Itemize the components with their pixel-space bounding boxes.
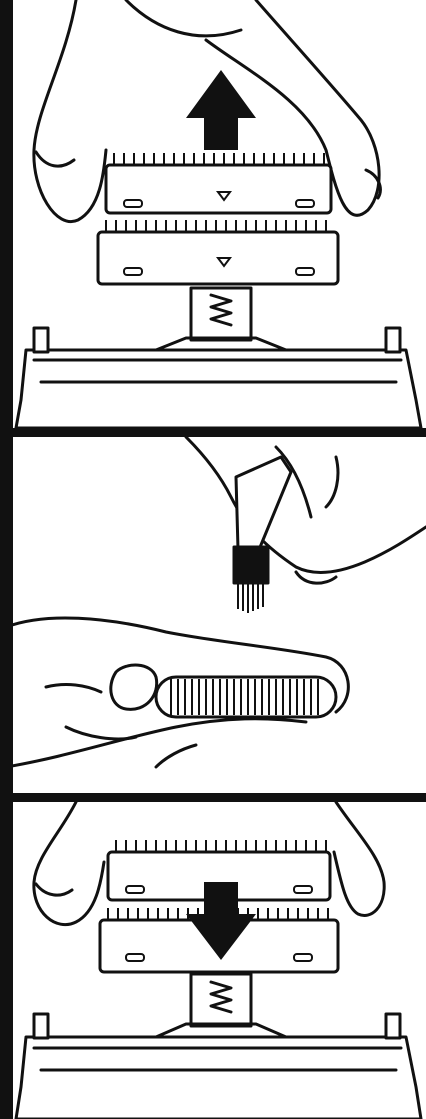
panel-divider [0, 793, 426, 802]
step-1-panel [6, 0, 426, 428]
step-2-panel [6, 437, 426, 793]
arrow-up-icon [186, 70, 256, 150]
brush-icon [238, 583, 263, 613]
step-3-panel [6, 802, 426, 1119]
step-2-illustration [6, 437, 426, 793]
step-1-illustration [6, 0, 426, 428]
step-3-illustration [6, 802, 426, 1119]
panel-divider [0, 428, 426, 437]
left-frame-border [0, 0, 13, 1119]
